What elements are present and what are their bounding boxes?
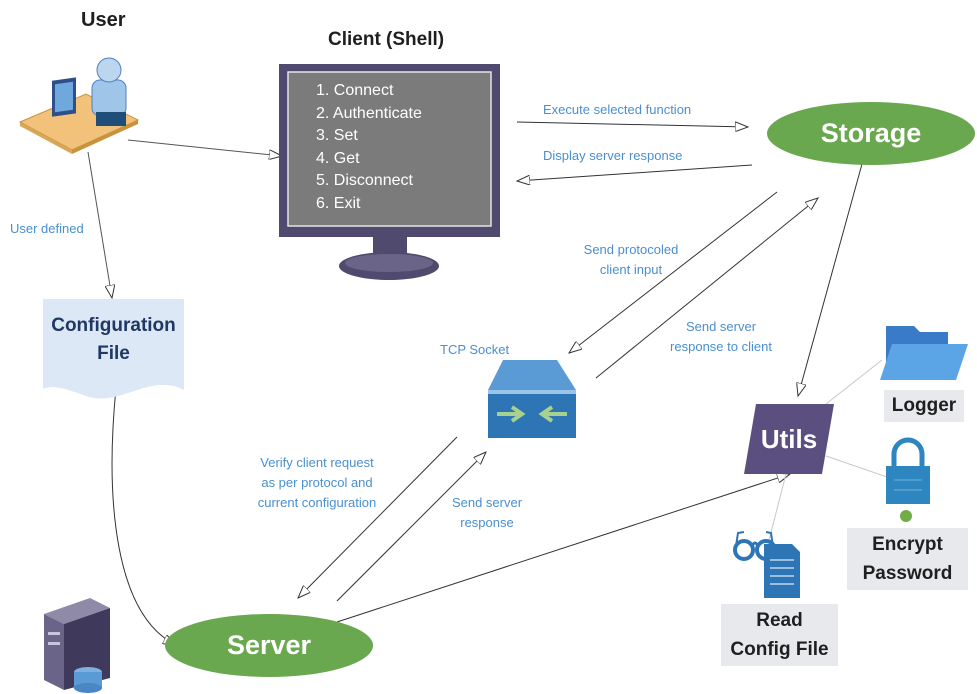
edge-socket-to-server — [298, 436, 458, 598]
read-config-line2: Config File — [730, 639, 829, 660]
user-title: User — [81, 9, 126, 31]
config-file-label: Configuration File — [43, 312, 184, 368]
config-file-document — [43, 299, 184, 399]
send-server-line2: response — [460, 515, 514, 530]
send-response-to-client-label: Send server response to client — [656, 317, 786, 357]
edge-server-to-socket — [336, 452, 486, 602]
storage-label: Storage — [820, 118, 922, 148]
server-tower-icon — [44, 598, 110, 693]
edge-utils-to-read — [766, 473, 787, 549]
send-protocoled-label: Send protocoled client input — [566, 240, 696, 280]
send-response-to-client-line1: Send server — [685, 319, 757, 334]
verify-request-label: Verify client request as per protocol an… — [243, 453, 391, 513]
encrypt-line2: Password — [862, 563, 953, 584]
encrypt-password-box: Encrypt Password — [847, 528, 968, 590]
read-config-line1: Read — [756, 610, 803, 631]
tcp-socket-label: TCP Socket — [440, 342, 510, 357]
lock-icon — [886, 437, 930, 522]
edge-utils-to-encrypt — [825, 455, 891, 479]
storage-node: Storage — [767, 102, 975, 165]
edge-socket-to-storage — [595, 198, 818, 379]
menu-item-set: 3. Set — [316, 127, 358, 145]
utils-node: Utils — [744, 404, 834, 474]
display-label: Display server response — [543, 148, 683, 163]
execute-label: Execute selected function — [543, 102, 692, 117]
edge-user-to-client — [127, 139, 282, 156]
user-defined-label: User defined — [10, 221, 84, 236]
client-title: Client (Shell) — [328, 29, 445, 50]
send-protocoled-line2: client input — [599, 262, 663, 277]
edge-utils-to-logger — [825, 359, 883, 405]
folder-icon — [880, 326, 968, 380]
menu-item-authenticate: 2. Authenticate — [316, 104, 422, 122]
server-node: Server — [165, 614, 373, 677]
config-file-line2: File — [97, 343, 130, 364]
menu-item-disconnect: 5. Disconnect — [316, 172, 413, 190]
menu-item-connect: 1. Connect — [316, 82, 394, 99]
edge-display — [517, 164, 753, 181]
edge-user-to-config — [87, 151, 112, 298]
user-at-desk-icon — [18, 57, 140, 154]
menu-item-exit: 6. Exit — [316, 194, 361, 212]
client-monitor-icon — [279, 64, 500, 280]
logger-box: Logger — [884, 390, 964, 422]
read-config-box: Read Config File — [721, 604, 838, 666]
send-protocoled-line1: Send protocoled — [583, 242, 679, 257]
verify-line1: Verify client request — [260, 455, 374, 470]
tcp-socket-icon — [488, 360, 576, 438]
utils-shape — [744, 404, 834, 474]
send-response-to-client-line2: response to client — [670, 339, 772, 354]
edge-execute — [516, 121, 748, 127]
logger-label: Logger — [891, 395, 957, 416]
send-server-response-label: Send server response — [428, 493, 546, 533]
send-server-line1: Send server — [451, 495, 523, 510]
edge-storage-to-socket — [569, 191, 778, 353]
edge-storage-to-utils — [798, 163, 863, 396]
server-label: Server — [226, 630, 312, 660]
edge-server-to-utils — [336, 474, 790, 623]
client-menu: 1. Connect 2. Authenticate 3. Set 4. Get… — [316, 80, 422, 216]
utils-label: Utils — [760, 423, 818, 454]
verify-line3: current configuration — [257, 495, 377, 510]
glasses-document-icon — [733, 531, 800, 598]
encrypt-line1: Encrypt — [872, 534, 943, 555]
config-file-line1: Configuration — [51, 315, 176, 336]
menu-item-get: 4. Get — [316, 149, 360, 167]
edge-config-to-server — [111, 387, 176, 645]
verify-line2: as per protocol and — [261, 475, 373, 490]
